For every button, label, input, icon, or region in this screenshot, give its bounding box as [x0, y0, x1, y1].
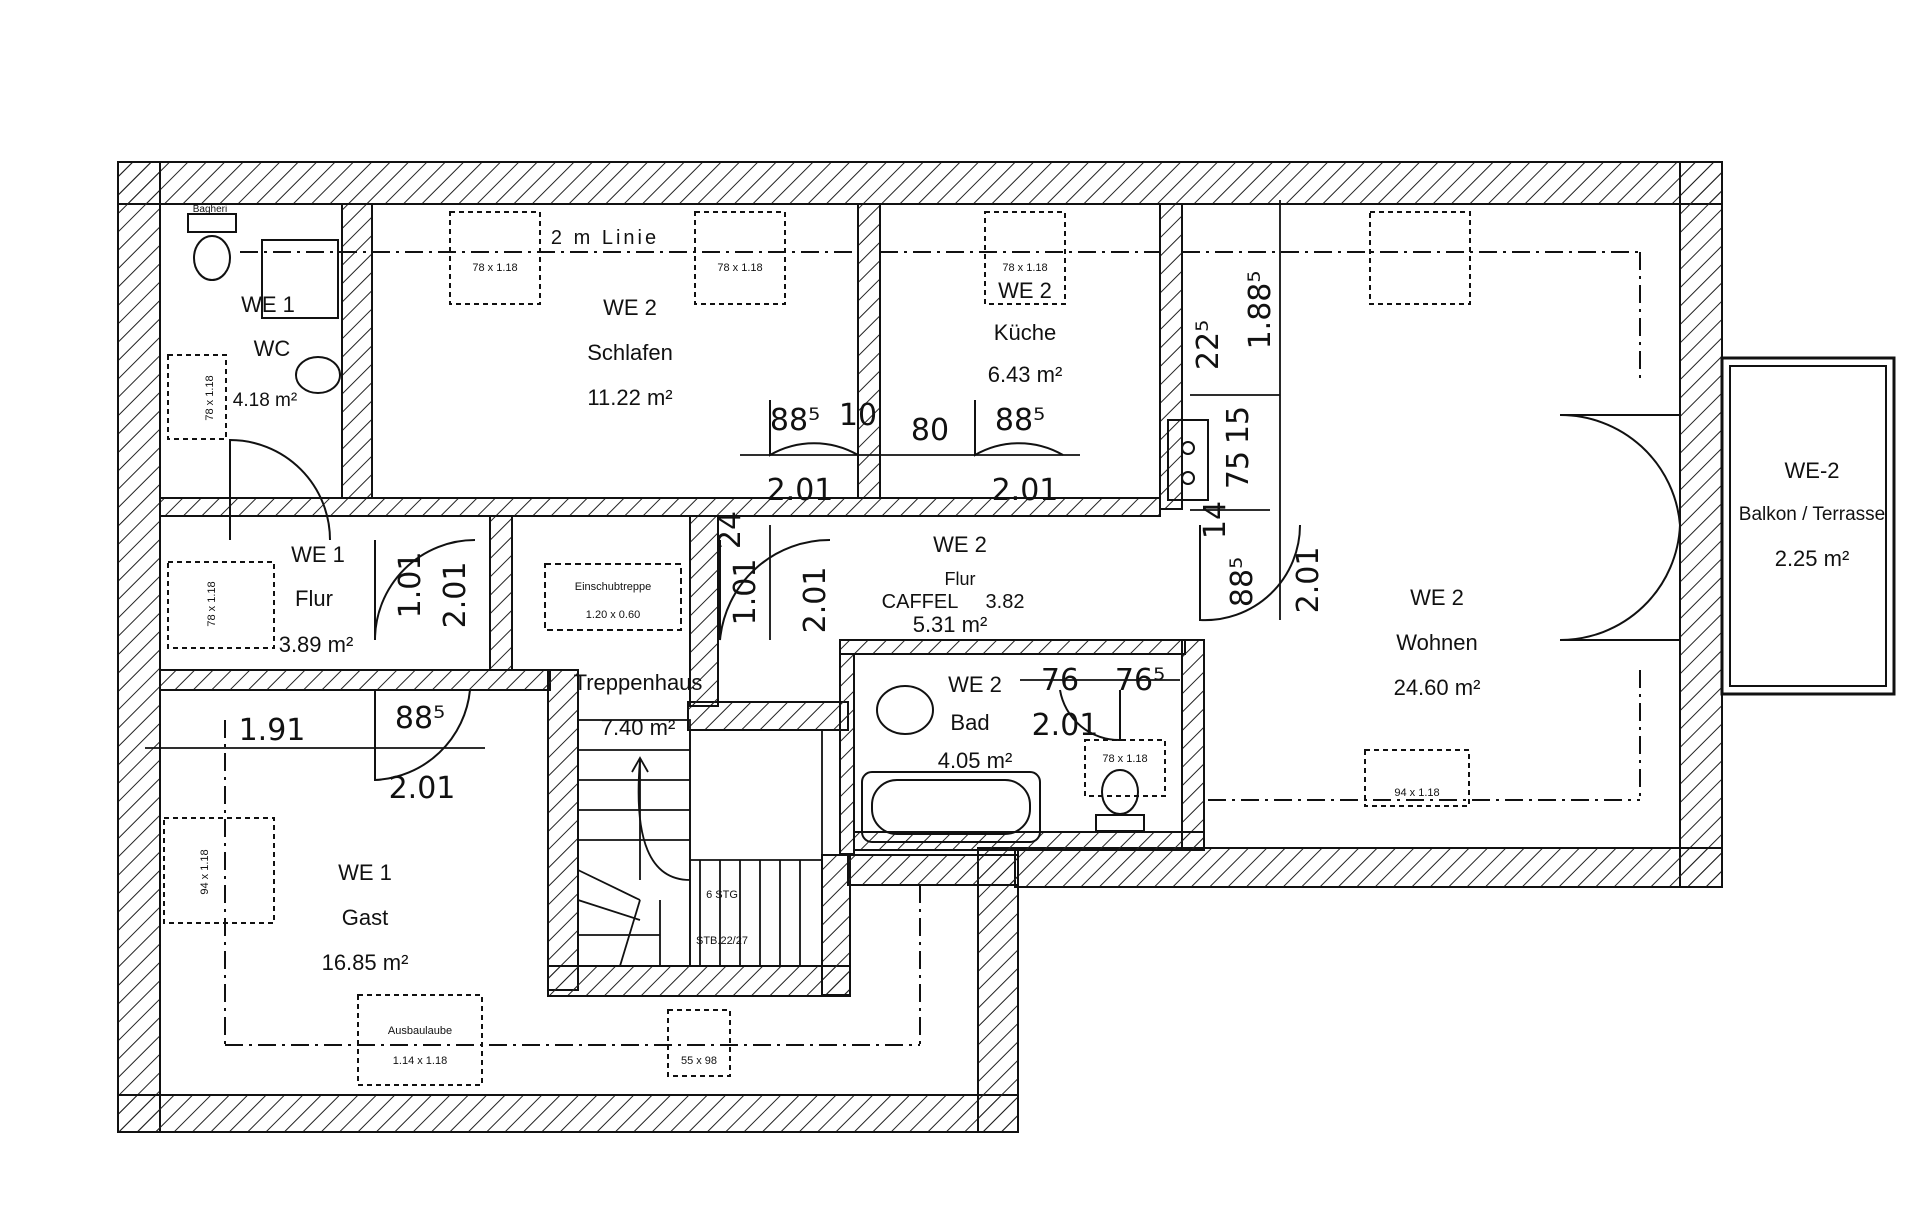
dim-wohnen-15: 15: [1221, 406, 1256, 444]
treppenhaus-area: 7.40 m²: [601, 715, 676, 740]
balkon-unit: WE-2: [1785, 458, 1840, 483]
dim-flur1-door-a: 1.01: [393, 552, 428, 619]
einschub-label: Einschubtreppe: [575, 581, 651, 593]
dim-flur2-door-a: 1.01: [728, 559, 763, 626]
dim-kueche-door-w: 88⁵: [995, 403, 1045, 438]
schlafen-name: Schlafen: [587, 340, 673, 365]
dim-schlafen-door-small: 10: [839, 398, 877, 433]
dim-bad-76b: 76⁵: [1115, 663, 1165, 698]
gast-small-window-size: 55 x 98: [681, 1055, 717, 1067]
kueche-name: Küche: [994, 320, 1056, 345]
gast-name: Gast: [342, 905, 388, 930]
two-meter-line-label: 2 m Linie: [551, 227, 659, 249]
dim-bad-h: 2.01: [1032, 708, 1099, 743]
kueche-window: 78 x 1.18: [1002, 262, 1047, 274]
flur1-area: 3.89 m²: [279, 632, 354, 657]
flur1-unit: WE 1: [291, 542, 345, 567]
wc-area: 4.18 m²: [233, 390, 297, 411]
flur2-area-alt: 3.82: [986, 591, 1025, 613]
bad-unit: WE 2: [948, 672, 1002, 697]
wohnen-window: 94 x 1.18: [1394, 787, 1439, 799]
bad-name: Bad: [950, 710, 989, 735]
wc-unit: WE 1: [241, 292, 295, 317]
schlafen-unit: WE 2: [603, 295, 657, 320]
flur1-window: 78 x 1.18: [206, 581, 218, 626]
roof-windows: [163, 211, 1471, 1086]
bad-window: 78 x 1.18: [1102, 753, 1147, 765]
dimension-lines: [145, 200, 1281, 749]
staircase: [577, 719, 823, 967]
dim-bad-76a: 76: [1041, 663, 1079, 698]
dim-flur1-door-b: 2.01: [438, 562, 473, 629]
flur2-unit: WE 2: [933, 532, 987, 557]
dim-wohnen-14: 14: [1198, 501, 1233, 539]
gast-side-window: 94 x 1.18: [199, 849, 211, 894]
dim-gast-door-w: 88⁵: [395, 701, 445, 736]
balkon-name: Balkon / Terrasse: [1739, 504, 1885, 525]
wc-tag: Bagheri: [193, 204, 227, 215]
gast-bottom-window-label: Ausbaulaube: [388, 1025, 452, 1037]
schlafen-window-1: 78 x 1.18: [472, 262, 517, 274]
dim-gast-191: 1.91: [239, 713, 306, 748]
dim-schlafen-door-w: 88⁵: [770, 403, 820, 438]
einschub-box: [544, 563, 682, 631]
balcony: [1720, 356, 1896, 696]
dim-wohnen-door-h: 2.01: [1291, 547, 1326, 614]
gast-area: 16.85 m²: [322, 950, 409, 975]
door-swings: [229, 400, 1681, 782]
einschub-size: 1.20 x 0.60: [586, 609, 640, 621]
stairs-steps: 6 STG: [706, 889, 738, 901]
dim-kueche-door-h: 2.01: [992, 473, 1059, 508]
labels: 2 m Linie Bagheri WE 1 WC 4.18 m² 78 x 1…: [193, 204, 1885, 1067]
dim-gast-door-h: 2.01: [389, 771, 456, 806]
dim-wohnen-22: 22⁵: [1191, 320, 1226, 370]
flur1-name: Flur: [295, 586, 333, 611]
dim-flur2-door-b: 2.01: [798, 567, 833, 634]
wohnen-area: 24.60 m²: [1394, 675, 1481, 700]
kueche-unit: WE 2: [998, 278, 1052, 303]
dim-wohnen-75: 75: [1221, 451, 1256, 489]
exterior-walls: [117, 161, 1723, 1133]
dim-flur2-24: 24: [713, 511, 748, 549]
dim-wohnen-door-w: 88⁵: [1225, 557, 1260, 607]
two-meter-line: [224, 251, 1641, 1046]
wohnen-name: Wohnen: [1396, 630, 1478, 655]
interior-walls: [159, 203, 1205, 997]
dim-corridor-80: 80: [911, 413, 949, 448]
bad-area: 4.05 m²: [938, 748, 1013, 773]
dim-wohnen-1885: 1.88⁵: [1243, 271, 1278, 350]
wohnen-unit: WE 2: [1410, 585, 1464, 610]
treppenhaus-name: Treppenhaus: [574, 670, 703, 695]
wc-window-size: 78 x 1.18: [204, 375, 216, 420]
gast-bottom-window: 1.14 x 1.18: [393, 1055, 447, 1067]
flur2-name: Flur: [945, 569, 976, 589]
fixtures: [187, 213, 1209, 843]
schlafen-area: 11.22 m²: [587, 385, 672, 410]
flur2-area: 5.31 m²: [913, 612, 988, 637]
wc-name: WC: [254, 336, 291, 361]
kueche-area: 6.43 m²: [988, 362, 1063, 387]
stairs-note: STB.22/27: [696, 935, 748, 947]
flur2-note: CAFFEL: [882, 591, 959, 613]
balkon-area: 2.25 m²: [1775, 546, 1850, 571]
gast-unit: WE 1: [338, 860, 392, 885]
schlafen-window-2: 78 x 1.18: [717, 262, 762, 274]
dim-schlafen-door-h: 2.01: [767, 473, 834, 508]
